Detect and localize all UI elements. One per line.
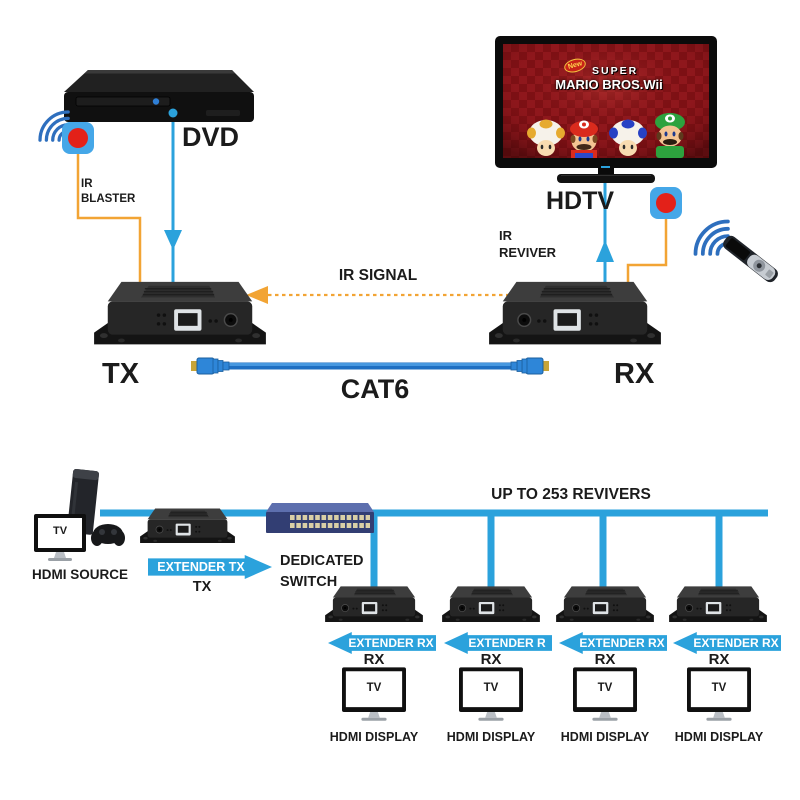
ir-receiver-icon: [650, 187, 682, 219]
rx-label-3: RX: [594, 651, 616, 668]
receivers-count-title: UP TO 253 REVIVERS: [491, 486, 651, 503]
tx-extender: [92, 278, 268, 360]
rx-label-2: RX: [480, 651, 502, 668]
mario-logo-line2: MARIO BROS.Wii: [555, 77, 663, 92]
hdtv: [495, 36, 717, 183]
dvd-label: DVD: [182, 122, 240, 152]
mario-logo-line1: SUPER: [592, 65, 639, 77]
extender-rx-device-4: [668, 584, 768, 631]
mario-characters: [527, 113, 685, 158]
dvd-player: [64, 70, 254, 122]
down-arrow-icon: [164, 230, 182, 250]
ir-receiver-label: IR REVIVER: [499, 228, 557, 260]
toad-yellow: [527, 119, 565, 156]
toad-blue: [609, 119, 647, 156]
ir-emitter-dot: [68, 128, 88, 148]
cat6-label: CAT6: [340, 374, 410, 404]
display-monitor-label-3: TV: [597, 682, 613, 694]
extender-rx-device-3: [555, 584, 655, 631]
hdmi-display-label-1: HDMI DISPLAY: [329, 730, 419, 744]
extender-tx-device: [139, 506, 236, 552]
source-monitor: [34, 514, 86, 561]
ir-receiver-dot: [656, 193, 676, 213]
display-monitor-label-1: TV: [366, 682, 382, 694]
rx-label-4: RX: [708, 651, 730, 668]
extender-rx-device-2: [441, 584, 541, 631]
extender-tx-arrow: EXTENDER TX: [148, 555, 272, 579]
extender-rx-arrow-1: EXTENDER RX: [328, 632, 436, 654]
ir-blaster-icon: [62, 122, 94, 154]
display-monitor-label-2: TV: [483, 682, 499, 694]
luigi: [655, 113, 685, 158]
up-arrow-icon: [596, 240, 614, 262]
extender-rx-arrow-3: EXTENDER RX: [559, 632, 667, 654]
source-monitor-label: TV: [52, 525, 68, 537]
hdmi-source-label: HDMI SOURCE: [31, 567, 128, 582]
hdtv-label: HDTV: [546, 187, 615, 215]
left-arrow-icon: [246, 286, 268, 304]
display-monitor-label-4: TV: [711, 682, 727, 694]
tx-label: TX: [102, 358, 140, 390]
rx-extender: [486, 278, 664, 360]
network-switch: [266, 503, 374, 533]
remote-control: [723, 235, 778, 283]
hdmi-display-label-3: HDMI DISPLAY: [560, 730, 650, 744]
hdmi-source-device: [34, 469, 125, 561]
cat6-cable: [191, 357, 549, 375]
rx-label: RX: [614, 358, 655, 390]
rx-label-1: RX: [363, 651, 385, 668]
ir-blaster-label: IR BLASTER: [81, 178, 136, 205]
hdmi-display-label-4: HDMI DISPLAY: [674, 730, 764, 744]
hdmi-display-label-2: HDMI DISPLAY: [446, 730, 536, 744]
extender-rx-arrow-2: EXTENDER R: [444, 632, 552, 654]
extender-tx-label: TX: [192, 579, 212, 595]
game-controller: [91, 524, 125, 546]
extender-rx-arrow-4: EXTENDER RX: [673, 632, 781, 654]
ir-signal-label: IR SIGNAL: [338, 267, 418, 284]
mario: [570, 120, 598, 158]
switch-label: DEDICATED SWITCH: [280, 553, 364, 591]
